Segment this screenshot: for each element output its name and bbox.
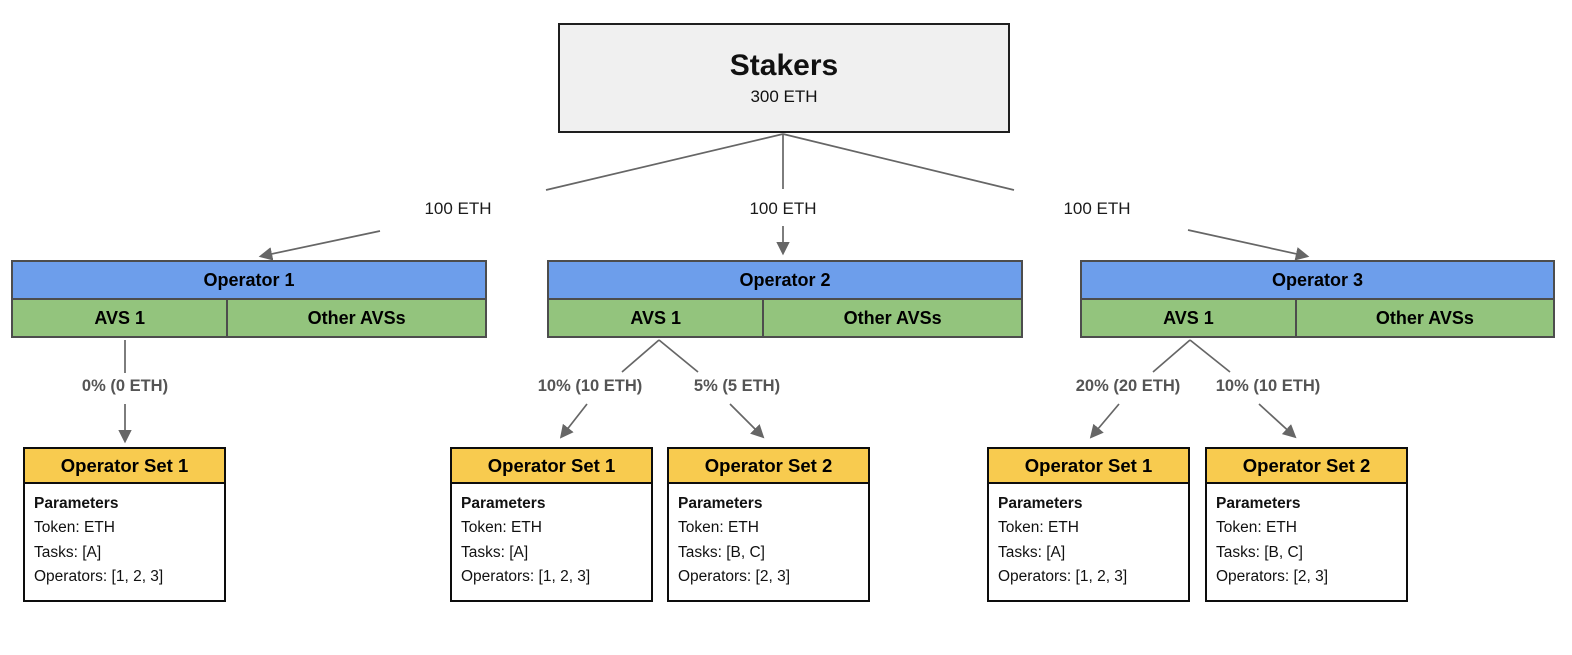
stakers-title: Stakers — [729, 49, 839, 83]
op3-set1-token: Token: ETH — [998, 519, 1079, 537]
op3-set2-tasks: Tasks: [B, C] — [1216, 543, 1303, 561]
op2-set2-operators: Operators: [2, 3] — [678, 568, 790, 586]
op1-set1-params-heading: Parameters — [34, 495, 119, 512]
op2-set1-token: Token: ETH — [461, 519, 542, 537]
operator-2-box: Operator 2 AVS 1 Other AVSs — [547, 260, 1023, 338]
op3-operator-set-2-box: Operator Set 2 Parameters Token: ETH Tas… — [1205, 447, 1408, 602]
allocation-label-op1-set1: 0% (0 ETH) — [78, 377, 172, 396]
op2-operator-set-2-box: Operator Set 2 Parameters Token: ETH Tas… — [667, 447, 870, 602]
delegation-label-2: 100 ETH — [749, 199, 817, 218]
op2-set2-tasks: Tasks: [B, C] — [678, 543, 765, 561]
operator-2-other-avss-cell: Other AVSs — [764, 300, 1021, 336]
op2-set1-title: Operator Set 1 — [452, 449, 651, 484]
operator-3-avs1-cell: AVS 1 — [1082, 300, 1295, 336]
operator-1-avs1-cell: AVS 1 — [13, 300, 227, 336]
delegation-label-3: 100 ETH — [1063, 199, 1131, 218]
op3-set1-title: Operator Set 1 — [989, 449, 1188, 484]
delegation-label-1: 100 ETH — [424, 199, 492, 218]
edge-stakers-operator3 — [782, 133, 1310, 261]
op2-set1-operators: Operators: [1, 2, 3] — [461, 568, 591, 586]
op1-set1-operators: Operators: [1, 2, 3] — [34, 568, 164, 586]
edge-operator3-sets — [1089, 339, 1297, 439]
op1-operator-set-1-box: Operator Set 1 Parameters Token: ETH Tas… — [23, 447, 226, 602]
op2-set2-token: Token: ETH — [678, 519, 759, 537]
operator-1-header: Operator 1 — [13, 262, 485, 298]
operator-3-header: Operator 3 — [1082, 262, 1553, 298]
allocation-label-op2-set1: 10% (10 ETH) — [534, 377, 646, 396]
stakers-box: Stakers 300 ETH — [558, 23, 1010, 133]
op3-set2-params-heading: Parameters — [1216, 495, 1301, 512]
op1-set1-token: Token: ETH — [34, 519, 115, 537]
op3-set2-operators: Operators: [2, 3] — [1216, 568, 1328, 586]
allocation-label-op3-set2: 10% (10 ETH) — [1212, 377, 1324, 396]
op3-set2-title: Operator Set 2 — [1207, 449, 1406, 484]
operator-3-box: Operator 3 AVS 1 Other AVSs — [1080, 260, 1555, 338]
operator-3-other-avss-cell: Other AVSs — [1296, 300, 1553, 336]
op1-set1-tasks: Tasks: [A] — [34, 543, 102, 561]
operator-1-box: Operator 1 AVS 1 Other AVSs — [11, 260, 487, 338]
edge-operator2-sets — [559, 339, 765, 439]
op3-set1-operators: Operators: [1, 2, 3] — [998, 568, 1128, 586]
op3-set1-tasks: Tasks: [A] — [998, 543, 1066, 561]
edge-stakers-operator1 — [258, 133, 784, 261]
op2-set2-title: Operator Set 2 — [669, 449, 868, 484]
op2-set1-tasks: Tasks: [A] — [461, 543, 529, 561]
op2-set2-params-heading: Parameters — [678, 495, 763, 512]
op3-operator-set-1-box: Operator Set 1 Parameters Token: ETH Tas… — [987, 447, 1190, 602]
op3-set2-token: Token: ETH — [1216, 519, 1297, 537]
stakers-amount: 300 ETH — [750, 86, 818, 106]
op3-set1-params-heading: Parameters — [998, 495, 1083, 512]
operator-2-header: Operator 2 — [549, 262, 1021, 298]
operator-2-avs1-cell: AVS 1 — [549, 300, 763, 336]
operator-1-other-avss-cell: Other AVSs — [228, 300, 485, 336]
op2-set1-params-heading: Parameters — [461, 495, 546, 512]
allocation-label-op3-set1: 20% (20 ETH) — [1072, 377, 1184, 396]
allocation-label-op2-set2: 5% (5 ETH) — [690, 377, 784, 396]
op1-set1-title: Operator Set 1 — [25, 449, 224, 484]
op2-operator-set-1-box: Operator Set 1 Parameters Token: ETH Tas… — [450, 447, 653, 602]
